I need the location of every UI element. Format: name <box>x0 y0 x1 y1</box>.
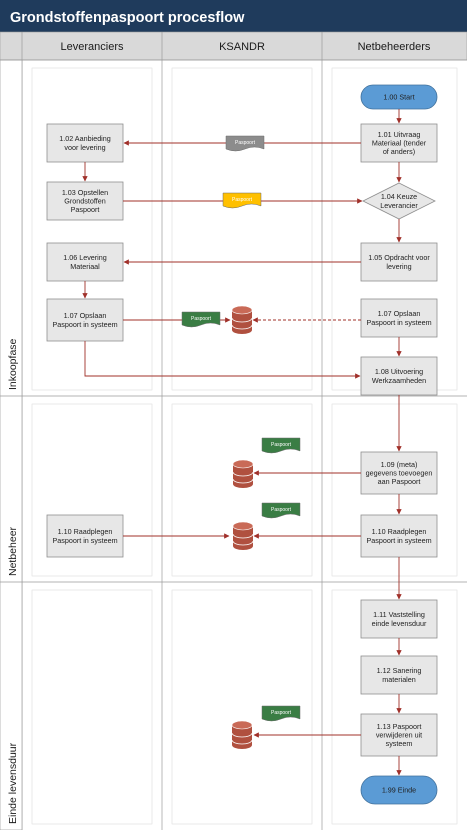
phase-label-1: Netbeheer <box>7 526 19 576</box>
lane-header-ksandr: KSANDR <box>219 41 265 53</box>
lane-panel <box>331 589 458 825</box>
phase-label-0: Inkoopfase <box>7 338 19 390</box>
lane-panel <box>31 403 153 577</box>
n111-process-box <box>360 599 438 639</box>
paspoort-document-4 <box>261 437 301 454</box>
database-top <box>232 459 254 469</box>
title-bar <box>0 0 467 32</box>
n101-process-box <box>360 123 438 163</box>
database-ring <box>232 471 254 477</box>
n199-label: 1.99 Einde <box>382 786 416 795</box>
database-icon-2 <box>232 459 254 488</box>
database-top <box>231 305 253 315</box>
n109-process-box <box>360 451 438 495</box>
paspoort-document-label: Paspoort <box>232 197 253 203</box>
lane-panel <box>31 589 153 825</box>
database-ring <box>231 317 253 323</box>
page-title: Grondstoffenpaspoort procesflow <box>10 10 245 26</box>
database-top <box>232 521 254 531</box>
paspoort-document-6 <box>261 705 301 722</box>
lane-panel <box>331 403 458 577</box>
paspoort-document-label: Paspoort <box>271 710 292 716</box>
n107b-process-box <box>360 298 438 338</box>
flow-arrow <box>84 341 361 379</box>
lane-header-leveranciers: Leveranciers <box>61 41 124 53</box>
lane-panel <box>31 67 153 391</box>
paspoort-document-label: Paspoort <box>271 507 292 513</box>
database-icon-4 <box>231 720 253 749</box>
paspoort-document-label: Paspoort <box>271 442 292 448</box>
phase-label-2: Einde levensduur <box>7 742 19 824</box>
paspoort-document-5 <box>261 502 301 519</box>
paspoort-document-1 <box>225 135 265 152</box>
lane-panel <box>171 403 313 577</box>
n102-process-box <box>46 123 124 163</box>
paspoort-document-3 <box>181 311 221 328</box>
n100-label: 1.00 Start <box>383 93 414 102</box>
database-ring <box>232 478 254 484</box>
n199-terminal <box>360 775 438 805</box>
database-icon-3 <box>232 521 254 550</box>
n110b-process-box <box>360 514 438 558</box>
n108-process-box <box>360 356 438 396</box>
lane-header-netbeheerders: Netbeheerders <box>358 41 431 53</box>
n110a-process-box <box>46 514 124 558</box>
database-ring <box>231 739 253 745</box>
n112-process-box <box>360 655 438 695</box>
phase-column <box>0 59 23 830</box>
lane-header-row <box>0 31 467 61</box>
n107a-process-box <box>46 298 124 342</box>
n106-process-box <box>46 242 124 282</box>
database-ring <box>232 540 254 546</box>
lane-panel <box>331 67 458 391</box>
lane-panel <box>171 589 313 825</box>
n103-process-box <box>46 181 124 221</box>
n105-process-box <box>360 242 438 282</box>
database-icon-1 <box>231 305 253 334</box>
database-ring <box>231 732 253 738</box>
paspoort-document-label: Paspoort <box>235 140 256 146</box>
lane-panel <box>171 67 313 391</box>
paspoort-document-2 <box>222 192 262 209</box>
database-top <box>231 720 253 730</box>
database-ring <box>232 533 254 539</box>
database-ring <box>231 324 253 330</box>
paspoort-document-label: Paspoort <box>191 316 212 322</box>
